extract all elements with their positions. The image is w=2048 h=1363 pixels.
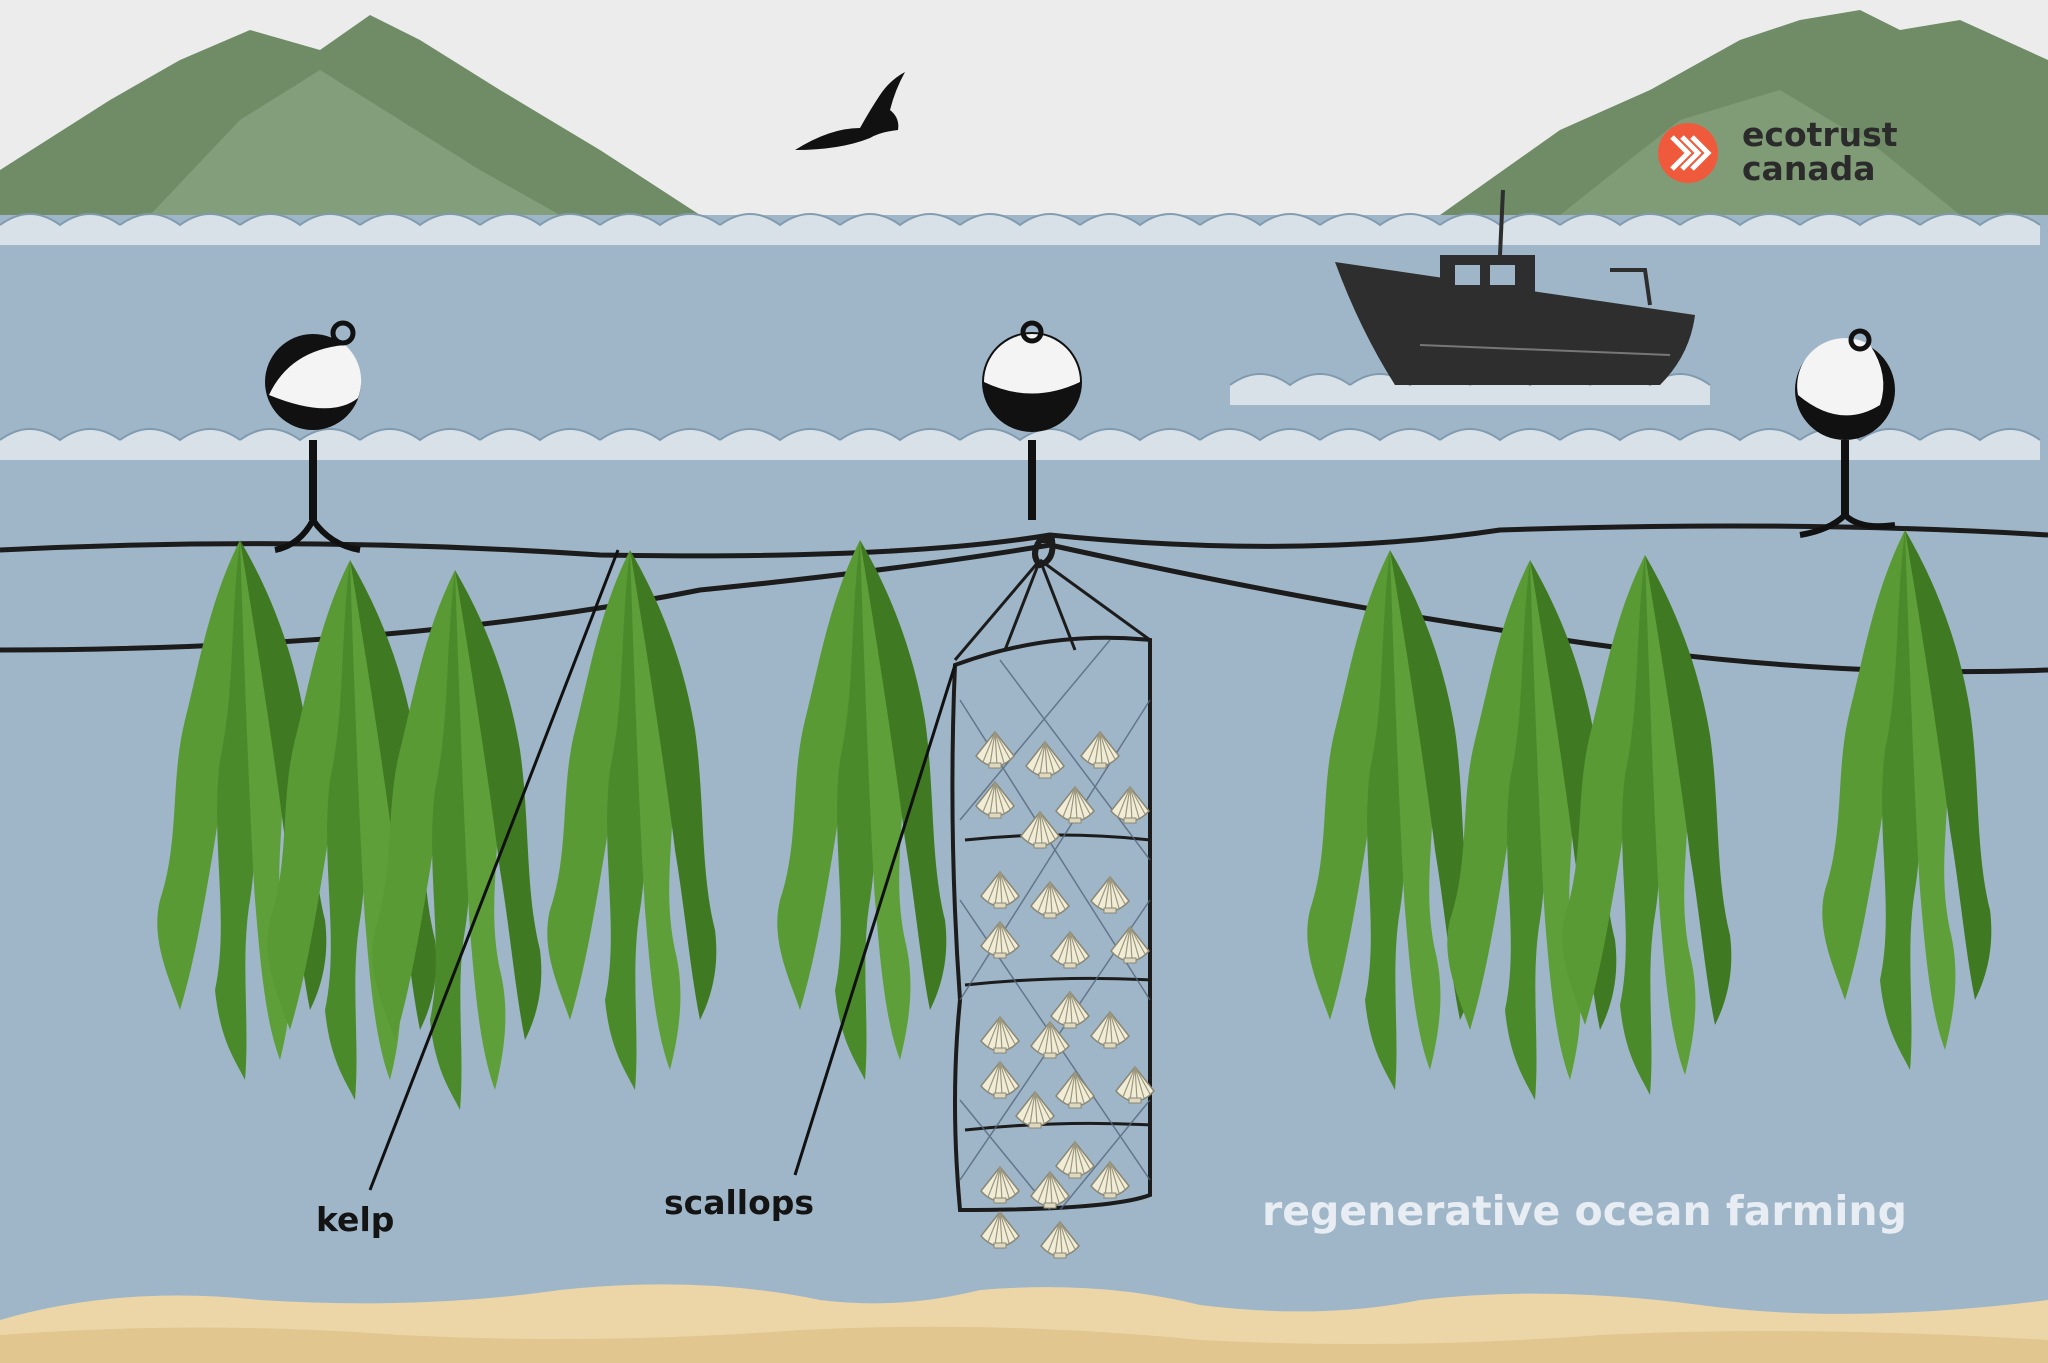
buoy-icon bbox=[1795, 328, 1896, 538]
eagle-icon bbox=[795, 72, 905, 150]
chevron-arrows-icon bbox=[1658, 123, 1718, 183]
logo-text-line1: ecotrust bbox=[1742, 115, 1898, 154]
logo-text-line2: canada bbox=[1742, 149, 1876, 188]
scallops-label: scallops bbox=[664, 1183, 815, 1222]
buoy-icon bbox=[265, 320, 362, 553]
scallop-net-icon bbox=[950, 537, 1155, 1259]
ecotrust-logo: ecotrust canada bbox=[1658, 113, 1958, 193]
buoy-icon bbox=[982, 320, 1082, 520]
boat-icon bbox=[1335, 189, 1695, 385]
kelp-label: kelp bbox=[316, 1200, 395, 1239]
diagram-title: regenerative ocean farming bbox=[1262, 1187, 1907, 1235]
